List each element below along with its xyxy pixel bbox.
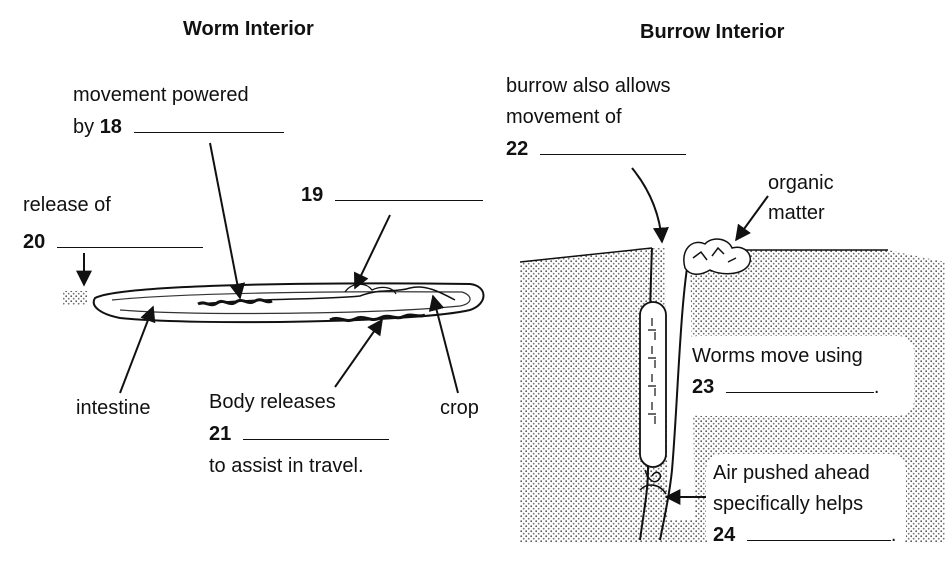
muscle-wave [197, 298, 273, 307]
answer-blank-24[interactable] [746, 522, 891, 541]
released-particles [63, 291, 87, 305]
label-20-line: 20 [23, 227, 203, 257]
worm-body [92, 282, 485, 324]
label-burrow-allows: burrow also allows [506, 75, 671, 97]
arrow-to-crop [428, 294, 459, 394]
label-worms-move-using: Worms move using [692, 345, 863, 367]
answer-blank-19[interactable] [334, 182, 483, 201]
number-21: 21 [209, 423, 232, 445]
period-23: . [873, 376, 880, 398]
answer-blank-18[interactable] [133, 114, 284, 133]
number-22: 22 [506, 138, 529, 160]
number-19: 19 [301, 184, 324, 206]
label-movement-powered: movement powered [73, 84, 249, 106]
air-pocket [639, 484, 667, 495]
label-crop: crop [440, 397, 479, 419]
label-specifically-helps: specifically helps [713, 493, 864, 515]
label-release-of: release of [23, 194, 111, 216]
label-movement-of: movement of [506, 106, 622, 128]
organic-matter [683, 238, 752, 275]
label-19-line: 19 [301, 180, 483, 210]
answer-blank-23[interactable] [725, 374, 874, 393]
burrow-worm-segments [648, 318, 656, 424]
label-assist-travel: to assist in travel. [209, 455, 364, 477]
title-burrow-interior: Burrow Interior [640, 21, 785, 43]
label-matter: matter [768, 202, 825, 224]
answer-blank-21[interactable] [242, 421, 389, 440]
number-18: 18 [99, 116, 122, 138]
number-24: 24 [713, 524, 736, 546]
arrow-to-organic [735, 195, 769, 242]
period-24: . [890, 524, 897, 546]
number-20: 20 [23, 231, 46, 253]
label-18-line: by 18 [73, 112, 284, 142]
worm-inner-wall [111, 291, 471, 315]
label-by: by [73, 116, 95, 138]
bubble-23 [682, 336, 914, 416]
label-organic: organic [768, 172, 834, 194]
crop-shape [344, 283, 397, 295]
label-24-line: 24 . [713, 520, 896, 550]
arrow-to-18 [209, 142, 246, 300]
label-air-pushed: Air pushed ahead [713, 462, 870, 484]
answer-blank-22[interactable] [539, 136, 686, 155]
burrow-worm-tail [644, 469, 662, 483]
label-body-releases: Body releases [209, 391, 336, 413]
title-worm-interior: Worm Interior [183, 18, 314, 40]
label-23-line: 23 . [692, 372, 879, 402]
burrow-worm [639, 301, 667, 468]
bubble-24 [706, 454, 906, 552]
burrow-wall-right [659, 249, 691, 541]
label-intestine: intestine [76, 397, 151, 419]
number-23: 23 [692, 376, 715, 398]
arrow-to-intestine [119, 305, 156, 394]
label-22-line: 22 [506, 134, 686, 164]
mucus-wave [329, 313, 426, 323]
answer-blank-20[interactable] [56, 229, 203, 248]
arrow-to-22 [631, 167, 669, 244]
label-21-line: 21 [209, 419, 389, 449]
arrow-to-21 [334, 318, 383, 388]
arrow-to-19 [354, 214, 391, 290]
